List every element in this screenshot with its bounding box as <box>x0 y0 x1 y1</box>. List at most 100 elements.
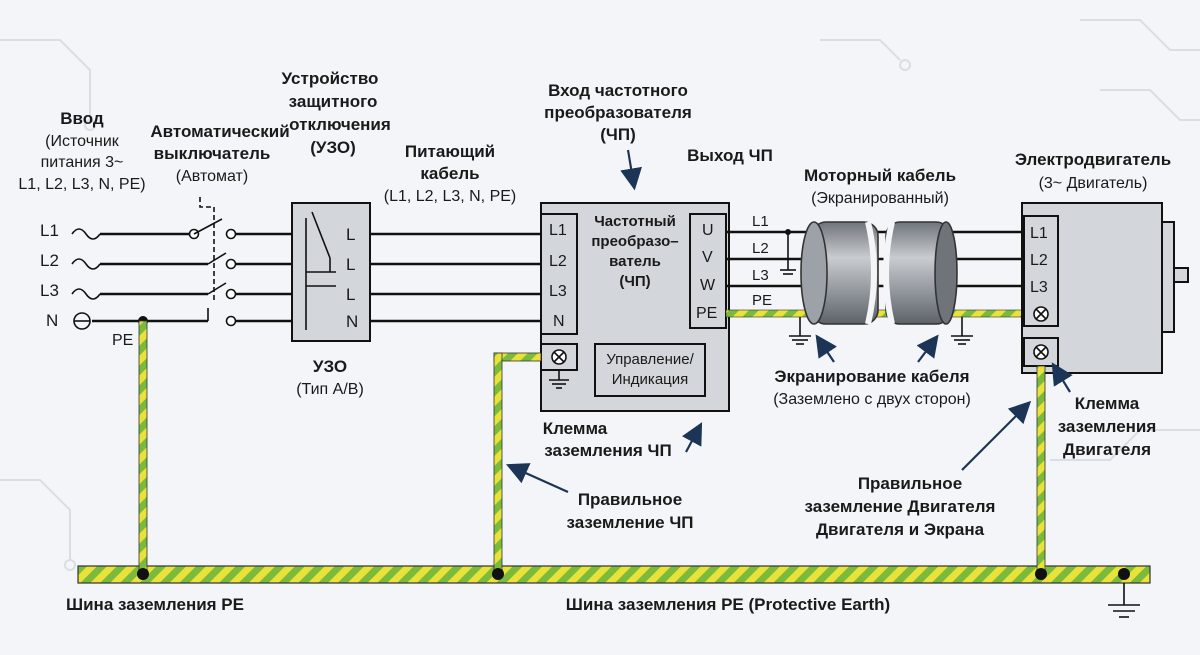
vfd-output-w: W <box>700 277 716 294</box>
circuit-background <box>0 19 1200 571</box>
pe-junction-dot <box>137 568 149 580</box>
correct-motor-ground-3: Двигателя и Экрана <box>816 520 985 539</box>
vfd-output-label: Выход ЧП <box>687 146 773 165</box>
vfd-control-label-2: Индикация <box>612 371 689 388</box>
vfd-input-l3: L3 <box>549 283 567 300</box>
supply-cable-title-1: Питающий <box>405 142 495 161</box>
rcd-terminal-n: N <box>346 312 358 331</box>
vfd-control-label-1: Управление/ <box>606 351 694 368</box>
motor-clamp-arrow <box>1051 362 1073 393</box>
motor-terminal-l1: L1 <box>1030 225 1048 242</box>
breaker-title-1: Автоматический <box>150 122 289 141</box>
pe-junction-dot <box>492 568 504 580</box>
shield-title: Экранирование кабеля <box>774 367 969 386</box>
motor-clamp-3: Двигателя <box>1063 440 1151 459</box>
input-l3-label: L3 <box>40 281 59 300</box>
cable-shield <box>800 221 958 325</box>
motor-terminal-l2: L2 <box>1030 252 1048 269</box>
supply-cable-wires <box>370 232 541 323</box>
shield-arrow-left <box>815 334 837 363</box>
correct-vfd-ground-1: Правильное <box>578 490 682 509</box>
correct-motor-ground-2: заземление Двигателя <box>805 497 996 516</box>
shield-arrow-right <box>916 334 939 363</box>
pe-wire-vfd <box>493 352 503 575</box>
input-title: Ввод <box>60 109 104 128</box>
pe-bus-label-left: Шина заземления PE <box>66 595 244 614</box>
vfd-input-l2: L2 <box>549 253 567 270</box>
vfd-title-3: ватель <box>609 253 661 270</box>
vfd-input-label-3: (ЧП) <box>600 125 636 144</box>
ac-source-icon <box>71 288 101 300</box>
rcd-terminal-l1: L <box>346 225 355 244</box>
vfd-input-l1: L1 <box>549 222 567 239</box>
pe-wire-motor <box>1036 365 1046 575</box>
rcd-terminal-l3: L <box>346 285 355 304</box>
ac-source-icon <box>71 258 101 270</box>
input-source: Ввод (Источник питания 3~ L1, L2, L3, N,… <box>18 109 145 349</box>
vfd-output-v: V <box>702 249 713 266</box>
motor-cable-wire-l3: L3 <box>752 267 769 284</box>
input-desc-3: L1, L2, L3, N, PE) <box>18 176 145 193</box>
vfd-title-2: преобразо– <box>591 233 678 250</box>
rcd-title-4: (УЗО) <box>310 138 356 157</box>
motor-cable-wire-l1: L1 <box>752 213 769 230</box>
input-l2-label: L2 <box>40 251 59 270</box>
vfd-input-label-1: Вход частотного <box>548 81 688 100</box>
supply-cable-title-2: кабель <box>420 164 479 183</box>
vfd-input-label-2: преобразователя <box>544 103 692 122</box>
motor-cable-wire-l2: L2 <box>752 240 769 257</box>
ac-source-icon <box>71 228 101 240</box>
vfd-title-1: Частотный <box>594 213 676 230</box>
rcd-title-3: отключения <box>289 115 391 134</box>
correct-vfd-ground-2: заземление ЧП <box>566 513 693 532</box>
pe-junction-dot <box>1035 568 1047 580</box>
motor-title: Электродвигатель <box>1015 150 1171 169</box>
rcd-terminal-l2: L <box>346 255 355 274</box>
vfd-input-arrow <box>620 149 642 191</box>
breaker-title-2: выключатель <box>154 144 271 163</box>
input-pe-label: PE <box>112 332 133 349</box>
pe-wire-source <box>138 320 148 575</box>
vfd-input-n: N <box>553 313 565 330</box>
vfd-output-u: U <box>702 222 714 239</box>
vfd-ground-symbol-icon <box>549 370 569 389</box>
motor-terminal-l3: L3 <box>1030 279 1048 296</box>
breaker-subtitle: (Автомат) <box>176 168 248 185</box>
input-desc-1: (Источник <box>45 133 120 150</box>
motor-cable-wire-pe: PE <box>752 292 772 309</box>
motor-clamp-1: Клемма <box>1075 394 1140 413</box>
pe-junction-dot <box>1118 568 1130 580</box>
correct-vfd-ground-arrow <box>505 463 569 494</box>
vfd-unit: L1 L2 L3 N Частотный преобразо– ватель (… <box>540 202 730 412</box>
supply-cable-subtitle: (L1, L2, L3, N, PE) <box>384 188 517 205</box>
rcd-bottom-subtitle: (Тип A/B) <box>296 381 364 398</box>
pe-bus-bar <box>77 565 1151 584</box>
circuit-breaker: Автоматический выключатель (Автомат) <box>150 122 290 327</box>
rcd-device: Устройство защитного отключения (УЗО) L … <box>282 69 391 398</box>
rcd-title-2: защитного <box>289 92 378 111</box>
vfd-ground-arrow <box>681 422 703 453</box>
correct-motor-ground-1: Правильное <box>858 474 962 493</box>
input-desc-2: питания 3~ <box>41 154 124 171</box>
earth-ground-symbol-icon <box>1108 583 1140 618</box>
pe-bus-label-center: Шина заземления PE (Protective Earth) <box>566 595 890 614</box>
shield-ground-symbol-icon <box>951 317 973 345</box>
vfd-title-4: (ЧП) <box>619 273 650 290</box>
shield-ground-symbol-icon <box>789 317 811 345</box>
rcd-bottom-title: УЗО <box>313 357 347 376</box>
input-l1-label: L1 <box>40 221 59 240</box>
correct-motor-ground-arrow <box>961 400 1032 471</box>
input-n-label: N <box>46 311 58 330</box>
shield-subtitle: (Заземлено с двух сторон) <box>773 391 971 408</box>
motor-cable-subtitle: (Экранированный) <box>811 190 949 207</box>
vfd-output-pe: PE <box>696 305 717 322</box>
motor-cable-title: Моторный кабель <box>804 166 956 185</box>
motor-body: L1 L2 L3 <box>1021 202 1189 374</box>
vfd-ground-label-2: заземления ЧП <box>544 441 671 460</box>
vfd-ground-label-1: Клемма <box>543 419 608 438</box>
motor-clamp-2: заземления <box>1058 417 1157 436</box>
rcd-title-1: Устройство <box>282 69 379 88</box>
supply-wires-source <box>92 232 208 326</box>
motor-subtitle: (3~ Двигатель) <box>1039 175 1148 192</box>
